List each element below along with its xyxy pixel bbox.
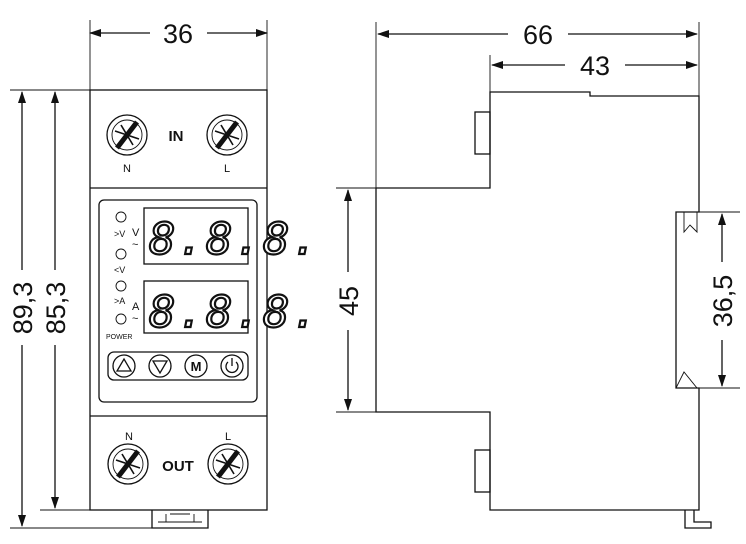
dimension-width-label: 36 xyxy=(163,19,193,49)
dimension-width: 36 xyxy=(89,19,268,49)
device-body xyxy=(89,89,268,511)
voltage-ac-mark: ~ xyxy=(132,239,138,251)
power-icon xyxy=(225,358,239,374)
terminal-bottom-n-label: N xyxy=(125,431,133,443)
terminal-top-n: N xyxy=(106,114,148,175)
dimension-height-body: 85,3 xyxy=(41,91,71,509)
screw-terminal-icon xyxy=(114,120,140,150)
side-tab-bottom xyxy=(474,449,491,493)
dimension-depth-total-label: 66 xyxy=(523,20,553,50)
down-button[interactable] xyxy=(148,354,172,378)
rail-clip-bottom xyxy=(675,371,698,389)
led-over-current-label: >A xyxy=(114,296,125,306)
voltage-display-digits: 8.8.8. xyxy=(149,214,320,265)
up-button[interactable] xyxy=(112,354,136,378)
terminal-bottom-l xyxy=(207,443,249,485)
input-label: IN xyxy=(169,128,184,145)
control-panel xyxy=(98,199,258,403)
screw-terminal-icon xyxy=(214,120,240,150)
dimension-depth-total: 66 xyxy=(377,20,698,50)
mode-button[interactable]: M xyxy=(184,354,208,378)
current-ac-mark: ~ xyxy=(132,313,138,325)
button-strip xyxy=(107,351,249,381)
terminal-top-n-label: N xyxy=(123,163,131,175)
side-tab-top xyxy=(474,111,491,155)
dimension-rail-height: 36,5 xyxy=(708,213,738,387)
current-unit: A xyxy=(132,301,140,313)
screw-terminal-icon xyxy=(215,449,241,479)
mode-button-label: M xyxy=(191,359,202,374)
output-label: OUT xyxy=(162,458,194,475)
led-under-voltage xyxy=(115,248,127,260)
current-display xyxy=(143,280,249,334)
voltage-display xyxy=(143,207,249,265)
screw-terminal-icon xyxy=(115,449,141,479)
front-view: 36 89,3 85,3 xyxy=(8,19,320,529)
current-display-digits: 8.8.8. xyxy=(149,287,320,338)
led-under-voltage-label: <V xyxy=(114,265,125,275)
terminal-bottom-n xyxy=(107,443,149,485)
side-view: 66 43 45 36,5 xyxy=(334,20,740,529)
led-power xyxy=(115,313,127,325)
voltage-unit: V xyxy=(132,227,140,239)
triangle-up-icon xyxy=(115,357,133,372)
rail-clip-top xyxy=(676,211,698,234)
device-side-outline xyxy=(375,91,700,511)
dimension-height-total-label: 89,3 xyxy=(8,282,38,335)
triangle-down-icon xyxy=(151,360,169,375)
din-clip xyxy=(151,510,209,529)
dimension-height-total: 89,3 xyxy=(8,91,38,527)
led-power-label: POWER xyxy=(106,334,132,341)
terminal-top-l-label: L xyxy=(224,163,230,175)
dimension-depth-front-label: 43 xyxy=(580,51,610,81)
power-button[interactable] xyxy=(220,354,244,378)
dimension-front-face-height: 45 xyxy=(334,189,364,411)
dimension-height-body-label: 85,3 xyxy=(41,282,71,335)
rail-latch xyxy=(684,510,712,529)
led-over-voltage xyxy=(115,211,127,223)
dimension-rail-height-label: 36,5 xyxy=(708,275,738,328)
terminal-bottom-l-label: L xyxy=(225,431,231,443)
terminal-top-l: L xyxy=(206,114,248,175)
led-over-voltage-label: >V xyxy=(114,229,125,239)
led-over-current xyxy=(115,280,127,292)
dimension-front-face-height-label: 45 xyxy=(334,286,364,316)
dimension-depth-front: 43 xyxy=(491,51,698,81)
